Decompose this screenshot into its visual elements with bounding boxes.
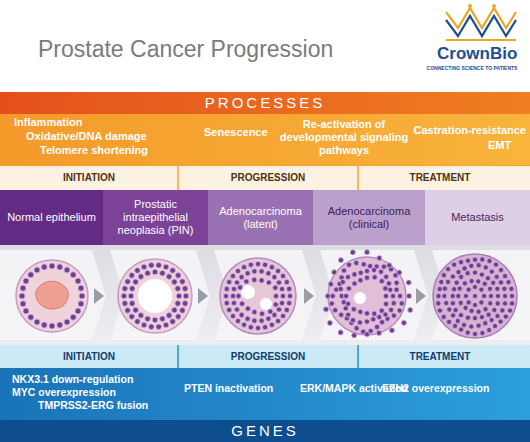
section-band: GENES	[0, 420, 530, 442]
node-text: Metastasis	[451, 211, 504, 224]
node-text: GENES	[231, 422, 299, 440]
stage-box: Metastasis	[425, 190, 530, 245]
logo-name: CrownBio	[437, 44, 517, 64]
stage-box: Prostatic intraepithelial neoplasia (PIN…	[103, 190, 208, 245]
section-band: PROCESSES	[0, 92, 530, 114]
node-text: Prostatic intraepithelial neoplasia (PIN…	[108, 198, 203, 237]
diagram-title: Prostate Cancer Progression	[38, 36, 333, 63]
logo-tagline: CONNECTING SCIENCE TO PATIENTS	[418, 66, 526, 72]
gene-header: PROGRESSION	[178, 351, 358, 363]
stage-box: Adenocarcinoma (clinical)	[313, 190, 425, 245]
process-text: EMT	[488, 139, 511, 152]
node-text: PROCESSES	[205, 94, 325, 112]
node-text: Adenocarcinoma (latent)	[213, 205, 308, 231]
illustration-row	[0, 245, 530, 345]
gene-text: TMPRSS2-ERG fusion	[38, 399, 148, 411]
node-text: Adenocarcinoma (clinical)	[318, 205, 420, 231]
logo-crown	[446, 4, 516, 40]
process-text: Oxidative/DNA damage	[26, 130, 147, 143]
stage-header: TREATMENT	[354, 172, 526, 184]
gene-header-row	[0, 345, 530, 368]
process-text: Telomere shortening	[40, 144, 148, 157]
gene-header: TREATMENT	[354, 351, 526, 363]
gene-text: MYC overexpression	[12, 386, 116, 398]
stage-header-row	[0, 165, 530, 190]
stage-header: INITIATION	[0, 172, 178, 184]
process-text: Inflammation	[14, 116, 82, 129]
gene-header: INITIATION	[0, 351, 178, 363]
stage-box: Normal epithelium	[0, 190, 103, 245]
process-text: Senescence	[204, 126, 268, 139]
progress-chevrons	[0, 250, 530, 340]
gene-text: EZH2 overexpression	[382, 382, 489, 394]
gene-text: PTEN inactivation	[184, 382, 273, 394]
cell-illustrations	[16, 250, 517, 338]
process-text: Castration-resistance	[414, 124, 527, 137]
node-text: Normal epithelium	[7, 211, 96, 224]
gene-text: NKX3.1 down-regulation	[12, 373, 133, 385]
process-band	[0, 112, 530, 165]
gene-band	[0, 368, 530, 420]
stage-header: PROGRESSION	[178, 172, 358, 184]
process-text: Re-activation of developmental signaling…	[264, 118, 424, 157]
stage-box: Adenocarcinoma (latent)	[208, 190, 313, 245]
